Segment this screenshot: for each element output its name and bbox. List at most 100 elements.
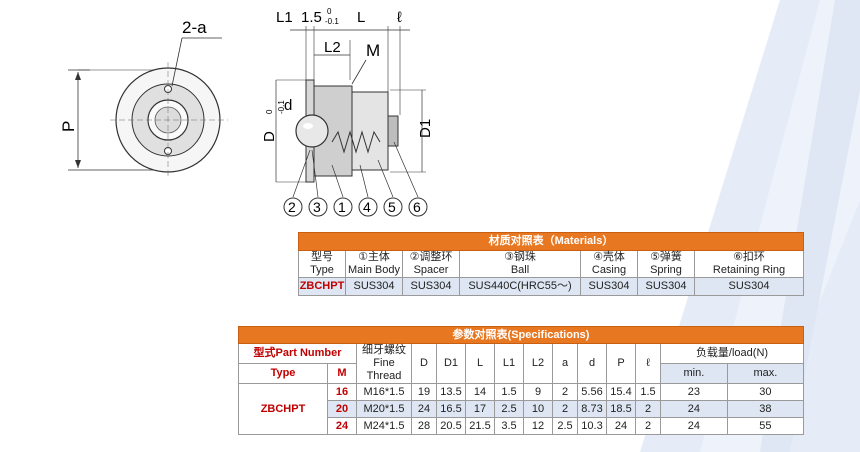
spec-col-P: P <box>606 343 636 384</box>
spec-cell: 14 <box>465 383 495 401</box>
spec-cell: 2 <box>552 400 578 418</box>
dim-D: D <box>261 131 278 142</box>
spec-type-value: ZBCHPT <box>238 383 328 435</box>
spec-row-m: 20 <box>327 400 357 418</box>
spec-cell: 24 <box>411 400 437 418</box>
spec-col-L1: L1 <box>494 343 524 384</box>
dim-holes: 2-a <box>182 18 207 37</box>
spec-col-L: L <box>465 343 495 384</box>
dim-d: d <box>284 97 292 114</box>
spec-col-ell: ℓ <box>635 343 661 384</box>
spec-type-header: Type <box>238 363 328 384</box>
spec-part-number-header: 型式Part Number <box>238 343 357 364</box>
callout-5: 5 <box>383 197 403 217</box>
spec-col-L2: L2 <box>523 343 553 384</box>
dim-M: M <box>366 41 380 60</box>
mat-cell-ball: SUS440C(HRC55～) <box>459 277 581 296</box>
spec-m-header: M <box>327 363 357 384</box>
mat-cell-casing: SUS304 <box>580 277 638 296</box>
dim-D-tol-top: 0 <box>265 109 274 114</box>
spec-row-m: 16 <box>327 383 357 401</box>
specifications-table: 参数对照表(Specifications) 型式Part Number 细牙螺纹… <box>238 326 805 435</box>
spec-row-thread: M24*1.5 <box>356 417 412 435</box>
spec-cell: 28 <box>411 417 437 435</box>
spec-row-m: 24 <box>327 417 357 435</box>
spec-load-min-header: min. <box>660 363 728 384</box>
spec-cell: 1.5 <box>494 383 524 401</box>
mat-cell-type: ZBCHPT <box>298 277 346 296</box>
dim-ell: ℓ <box>397 9 402 26</box>
materials-title: 材质对照表（Materials） <box>298 232 804 251</box>
callout-3: 3 <box>308 197 328 217</box>
spec-cell: 5.56 <box>577 383 607 401</box>
spec-cell-min: 24 <box>660 417 728 435</box>
spec-load-header: 负载量/load(N) <box>660 343 804 364</box>
svg-text:2: 2 <box>288 199 296 215</box>
spec-cell: 18.5 <box>606 400 636 418</box>
spec-load-max-header: max. <box>726 363 805 384</box>
svg-text:5: 5 <box>388 199 396 215</box>
dim-L: L <box>357 9 365 26</box>
spec-cell-max: 55 <box>726 417 805 435</box>
callout-2: 2 <box>283 197 303 217</box>
spec-cell: 9 <box>523 383 553 401</box>
spec-cell-min: 23 <box>660 383 728 401</box>
mat-cell-spring: SUS304 <box>637 277 695 296</box>
dim-gap: 1.5 <box>301 9 322 26</box>
spec-cell: 15.4 <box>606 383 636 401</box>
dim-L2: L2 <box>324 39 341 56</box>
callout-4: 4 <box>358 197 378 217</box>
spec-cell: 2 <box>635 417 661 435</box>
spec-cell: 2.5 <box>494 400 524 418</box>
dim-D-tol-bot: -0.1 <box>277 100 286 114</box>
spec-cell: 2 <box>635 400 661 418</box>
spec-cell: 3.5 <box>494 417 524 435</box>
spec-cell-min: 24 <box>660 400 728 418</box>
mat-cell-retaining-ring: SUS304 <box>694 277 804 296</box>
spec-cell: 10.3 <box>577 417 607 435</box>
spec-cell-max: 38 <box>726 400 805 418</box>
spec-col-a: a <box>552 343 578 384</box>
svg-text:6: 6 <box>413 199 421 215</box>
dim-L1: L1 <box>276 9 293 26</box>
spec-row-thread: M16*1.5 <box>356 383 412 401</box>
dim-gap-tol-top: 0 <box>327 7 332 16</box>
svg-text:3: 3 <box>313 199 321 215</box>
spec-cell: 2 <box>552 383 578 401</box>
dim-P: P <box>59 121 78 132</box>
spec-cell: 20.5 <box>436 417 466 435</box>
spec-cell: 1.5 <box>635 383 661 401</box>
spec-cell: 10 <box>523 400 553 418</box>
dim-gap-tol-bot: -0.1 <box>325 17 339 26</box>
spec-cell: 17 <box>465 400 495 418</box>
svg-text:4: 4 <box>363 199 371 215</box>
spec-cell: 21.5 <box>465 417 495 435</box>
spec-cell: 8.73 <box>577 400 607 418</box>
spec-cell: 24 <box>606 417 636 435</box>
spec-cell: 16.5 <box>436 400 466 418</box>
dim-D1: D1 <box>417 119 434 138</box>
front-view-drawing: P 2-a <box>59 18 228 178</box>
svg-text:1: 1 <box>338 199 346 215</box>
spec-col-d: d <box>577 343 607 384</box>
callout-6: 6 <box>408 197 428 217</box>
spec-cell: 19 <box>411 383 437 401</box>
spec-cell: 13.5 <box>436 383 466 401</box>
specs-title: 参数对照表(Specifications) <box>238 326 804 344</box>
spec-col-D1: D1 <box>436 343 466 384</box>
mat-cell-main-body: SUS304 <box>345 277 403 296</box>
spec-cell: 12 <box>523 417 553 435</box>
side-view-drawing: L1 1.5 0 -0.1 L ℓ L2 M D 0 -0.1 d D1 2 3 <box>261 7 434 217</box>
spec-cell-max: 30 <box>726 383 805 401</box>
spec-row-thread: M20*1.5 <box>356 400 412 418</box>
spec-col-D: D <box>411 343 437 384</box>
